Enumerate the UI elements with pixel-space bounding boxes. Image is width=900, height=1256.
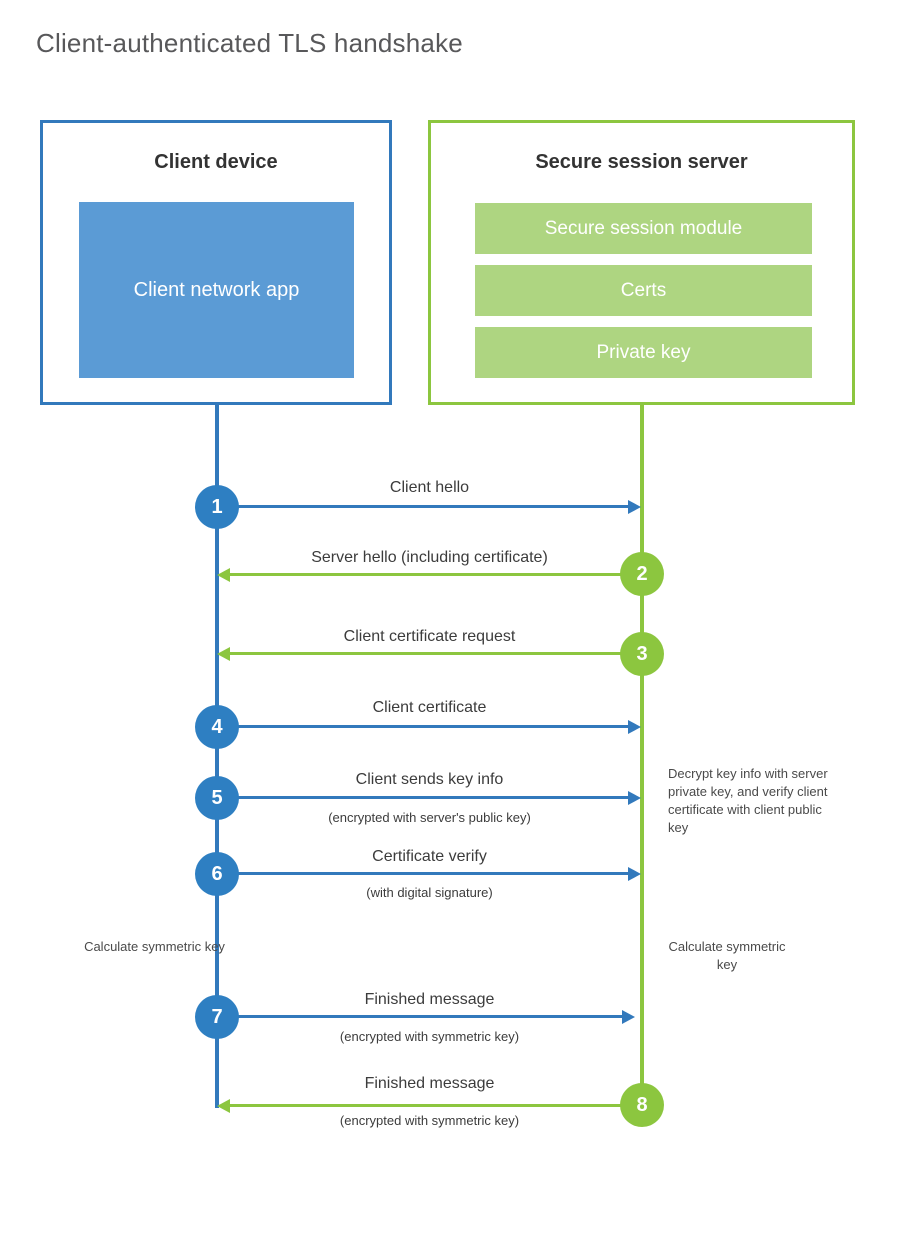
step-6-arrow-line <box>217 872 630 875</box>
step-4-arrow-head <box>628 720 641 734</box>
step-2-label: Server hello (including certificate) <box>311 549 548 566</box>
step-6-arrow-head <box>628 867 641 881</box>
step-8-arrow-line <box>230 1104 630 1107</box>
step-6-sublabel: (with digital signature) <box>366 885 493 900</box>
step-5-circle: 5 <box>195 776 239 820</box>
step-1-arrow-head <box>628 500 641 514</box>
step-8-label: Finished message <box>364 1075 495 1092</box>
step-4-label: Client certificate <box>372 699 487 716</box>
step-4-circle: 4 <box>195 705 239 749</box>
step-3-label: Client certificate request <box>343 628 516 645</box>
server-decrypt-note: Decrypt key info with server private key… <box>668 766 828 835</box>
step-8-circle: 8 <box>620 1083 664 1127</box>
step-4-arrow-line <box>217 725 630 728</box>
client-lifeline <box>215 405 219 1108</box>
step-3-circle: 3 <box>620 632 664 676</box>
server-calculate-symmetric-key-note: Calculate symmetric key <box>668 939 786 972</box>
server-lifeline <box>640 405 644 1106</box>
server-module-certs: Certs <box>475 265 812 316</box>
step-5-label: Client sends key info <box>355 771 504 788</box>
step-1-arrow-line <box>217 505 630 508</box>
secure-session-server-title: Secure session server <box>535 151 748 173</box>
client-device-title: Client device <box>154 151 278 173</box>
server-module-secure-session-module: Secure session module <box>475 203 812 254</box>
step-2-circle: 2 <box>620 552 664 596</box>
step-7-circle: 7 <box>195 995 239 1039</box>
secure-session-server-box: Secure session server Secure session mod… <box>428 120 855 405</box>
client-device-box: Client device Client network app <box>40 120 392 405</box>
server-module-list: Secure session module Certs Private key <box>475 203 812 378</box>
step-3-arrow-line <box>230 652 642 655</box>
step-6-circle: 6 <box>195 852 239 896</box>
step-7-label: Finished message <box>364 991 495 1008</box>
step-3-arrow-head <box>217 647 230 661</box>
step-2-arrow-line <box>230 573 642 576</box>
client-network-app-block: Client network app <box>79 202 354 378</box>
step-7-arrow-head <box>622 1010 635 1024</box>
step-6-label: Certificate verify <box>372 848 487 865</box>
server-module-private-key: Private key <box>475 327 812 378</box>
step-1-label: Client hello <box>389 479 470 496</box>
page-title: Client-authenticated TLS handshake <box>36 28 463 58</box>
step-7-sublabel: (encrypted with symmetric key) <box>339 1029 520 1044</box>
step-1-circle: 1 <box>195 485 239 529</box>
step-2-arrow-head <box>217 568 230 582</box>
step-5-arrow-head <box>628 791 641 805</box>
step-7-arrow-line <box>217 1015 624 1018</box>
step-5-sublabel: (encrypted with server's public key) <box>328 810 531 825</box>
step-5-arrow-line <box>217 796 630 799</box>
step-8-sublabel: (encrypted with symmetric key) <box>339 1113 520 1128</box>
client-calculate-symmetric-key-note: Calculate symmetric key <box>84 939 225 954</box>
step-8-arrow-head <box>217 1099 230 1113</box>
